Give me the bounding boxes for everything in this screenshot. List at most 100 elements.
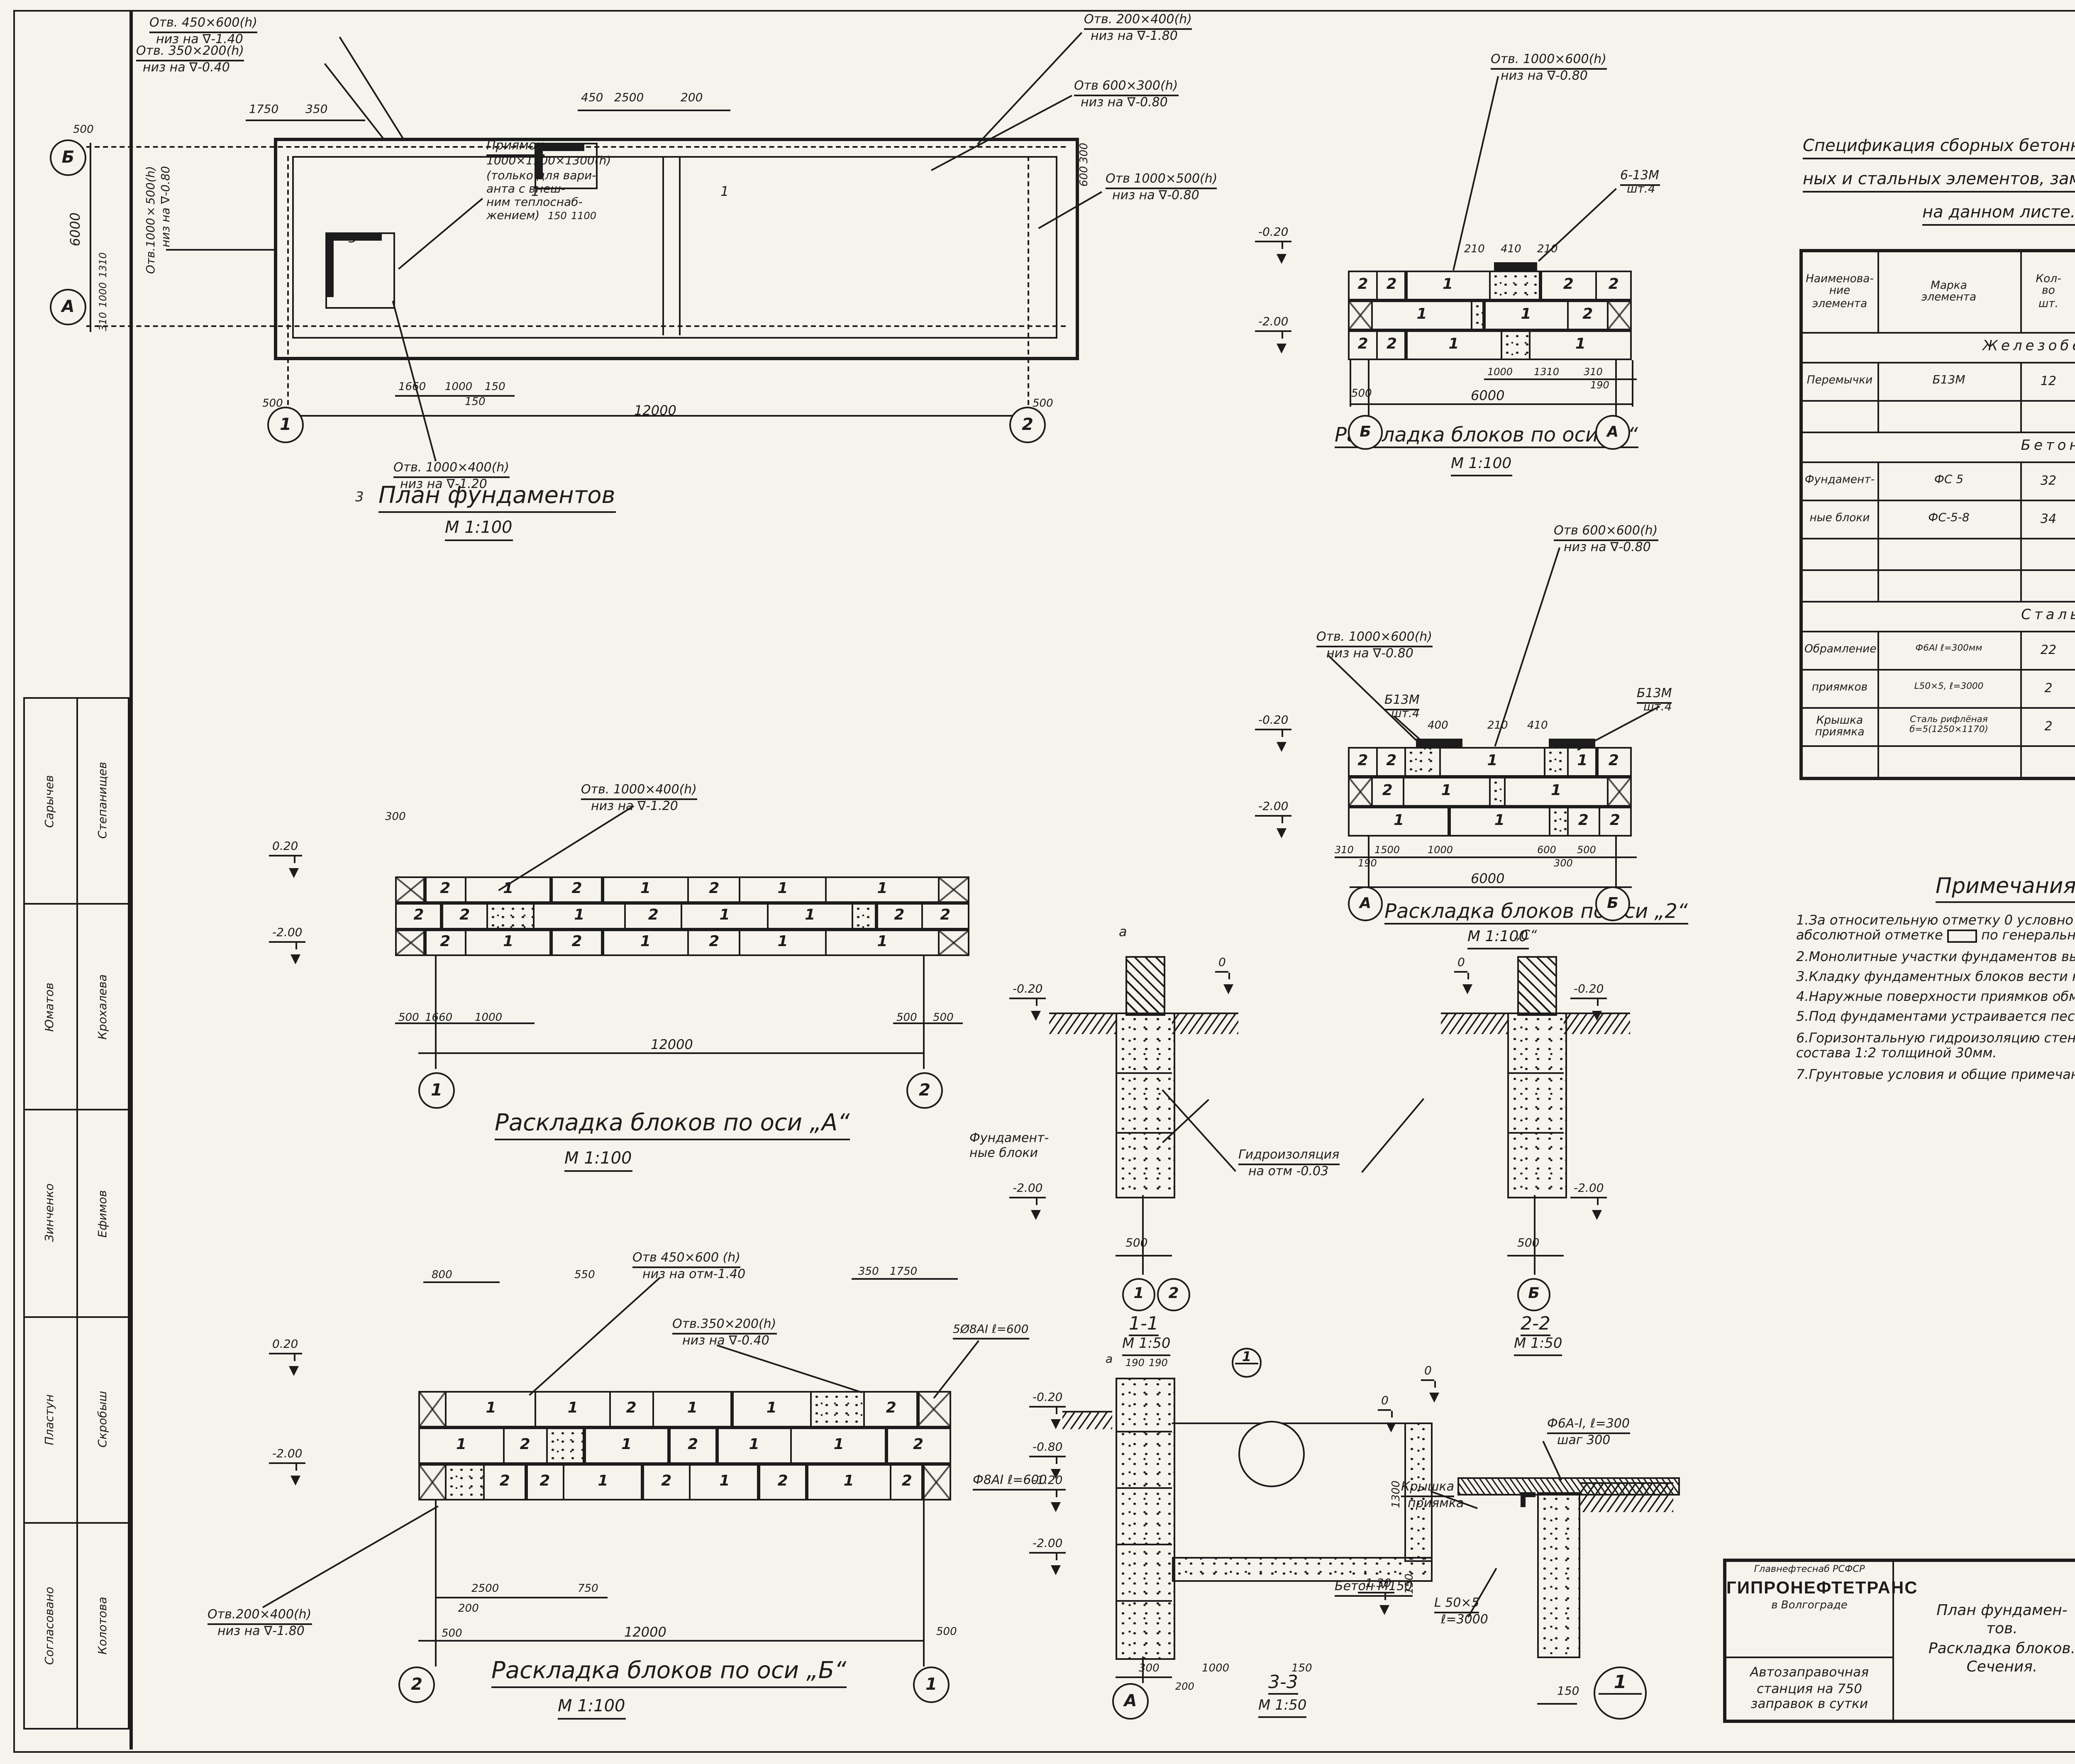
elevation-value: 0.20	[269, 1338, 302, 1354]
axis-label: А	[1360, 895, 1371, 912]
drawing-line	[1172, 1422, 1404, 1425]
stamp-signature-cell: Зинченко	[25, 1111, 76, 1318]
stamp-signature: Пластун	[44, 1394, 57, 1445]
spec-empty-cell	[2019, 538, 2075, 571]
block-cell: 2	[394, 903, 443, 930]
plan-scale: М 1:100	[445, 520, 513, 542]
elevation-mark: 0.20	[269, 1338, 302, 1376]
note-item: 5.Под фундаментами устраивается песчаная…	[1796, 1010, 2075, 1025]
s11-ground-right	[1172, 1013, 1238, 1034]
block-cell: 1	[601, 876, 689, 903]
drawing-label: 150	[485, 380, 505, 393]
stamp-signature: Колотова	[96, 1597, 109, 1655]
elevation-mark: 0	[1421, 1364, 1440, 1403]
spec-element-mark: ФС 5	[1877, 461, 2021, 501]
elevation-value: -2.00	[1029, 1537, 1066, 1554]
drawing-label: 310	[1335, 845, 1354, 856]
drawing-line	[662, 156, 664, 335]
drawing-label: 410	[1501, 242, 1521, 256]
drawing-label: Отв. 1000×400(h)	[581, 783, 697, 800]
s33-pit-wall	[1404, 1422, 1433, 1562]
s22-ground-left	[1441, 1013, 1507, 1034]
org-top: Главнефтеснаб РСФСР	[1754, 1565, 1865, 1575]
drawing-label: 150	[1557, 1685, 1579, 1698]
drawing-label: Б13М	[1637, 686, 1672, 703]
block-monolith-cell	[486, 903, 535, 930]
spec-element-name: приямков	[1800, 669, 1878, 709]
drawing-label: 1660	[425, 1011, 453, 1024]
drawing-label: Отв. 1000×600(h)	[1316, 630, 1433, 647]
stamp-signature: Юматов	[44, 982, 57, 1032]
drawing-label: низ на ∇-0.80	[1326, 646, 1413, 661]
drawing-line	[435, 1500, 437, 1666]
elevation-mark: 0	[1454, 956, 1473, 994]
drawing-label: 1310	[1534, 367, 1560, 378]
drawing-label: 310	[98, 312, 110, 331]
drawing-line	[1507, 1072, 1564, 1074]
block-cross-cell	[394, 930, 426, 956]
drawing-label: М 1:100	[1467, 930, 1528, 950]
drawing-line	[679, 156, 681, 335]
block-cell: 1	[681, 903, 769, 930]
r1-lintel	[1494, 262, 1537, 271]
block-cell: 1	[731, 1391, 813, 1427]
block-cell: 2	[1376, 271, 1407, 300]
drawing-label: 200	[681, 91, 703, 105]
drawing-label: 200	[458, 1602, 479, 1615]
block-cell: 1	[652, 1391, 733, 1427]
drawing-label: 350	[305, 103, 328, 116]
block-cell: 1	[739, 876, 827, 903]
block-cross-cell	[916, 1391, 952, 1427]
block-cell: 1	[824, 876, 940, 903]
drawing-label: Фундамент-	[969, 1130, 1049, 1145]
drawing-line	[1116, 1600, 1172, 1602]
drawing-label: ℓ=3000	[1441, 1612, 1488, 1627]
drawing-line	[1116, 1431, 1172, 1433]
r2-lintel	[1416, 739, 1462, 747]
drawing-line	[1484, 378, 1637, 381]
block-cell: 2	[921, 903, 969, 930]
elevation-value: -0.20	[1009, 983, 1046, 999]
drawing-label: Отв 450×600 (h)	[632, 1251, 740, 1268]
drawing-label: 500	[933, 1011, 954, 1024]
stamp-signature-cell: Пластун	[25, 1317, 76, 1524]
drawing-label: Отв. 350×200(h)	[136, 44, 244, 61]
drawing-label: 12000	[624, 1625, 666, 1640]
elevation-mark: -0.20	[1009, 983, 1046, 1021]
drawing-label: 500	[1577, 845, 1596, 856]
drawing-line	[1368, 837, 1370, 886]
axis-label: 2	[411, 1676, 422, 1694]
elevation-mark: 0	[1215, 956, 1234, 994]
drawing-label: 150	[1291, 1662, 1312, 1675]
elevation-value: -0.20	[1029, 1391, 1066, 1408]
block-cell: 1	[1402, 777, 1491, 807]
left-margin-line	[129, 10, 133, 1749]
spec-empty-cell	[1800, 538, 1878, 571]
axis-label: 2	[1022, 416, 1033, 434]
drawing-label: 500	[73, 123, 94, 136]
stamp-signature-cell: Согласовано	[25, 1523, 76, 1728]
elevation-value: -2.00	[1255, 800, 1292, 817]
note-item: 7.Грунтовые условия и общие примечания с…	[1796, 1066, 2075, 1082]
drawing-label: L 50×5	[1434, 1596, 1479, 1613]
drawing-label: 500	[442, 1627, 462, 1640]
block-cell: 2	[1376, 747, 1407, 777]
s22-foundation-blocks	[1507, 1013, 1567, 1198]
drawing-line	[1335, 856, 1637, 859]
elevation-mark: -0.20	[1255, 226, 1292, 264]
block-cell: 1	[1567, 747, 1598, 777]
spec-element-mark: L50×5, ℓ=3000	[1877, 669, 2021, 709]
plan-outer-wall	[274, 138, 1079, 360]
spec-qty: 2	[2019, 669, 2075, 709]
axis-label: 1	[1242, 1349, 1252, 1364]
block-cell: 1	[1503, 777, 1609, 807]
drawing-line	[1615, 360, 1617, 417]
elevation-value: -0.20	[1255, 226, 1292, 242]
elevation-value: -0.80	[1029, 1441, 1066, 1457]
